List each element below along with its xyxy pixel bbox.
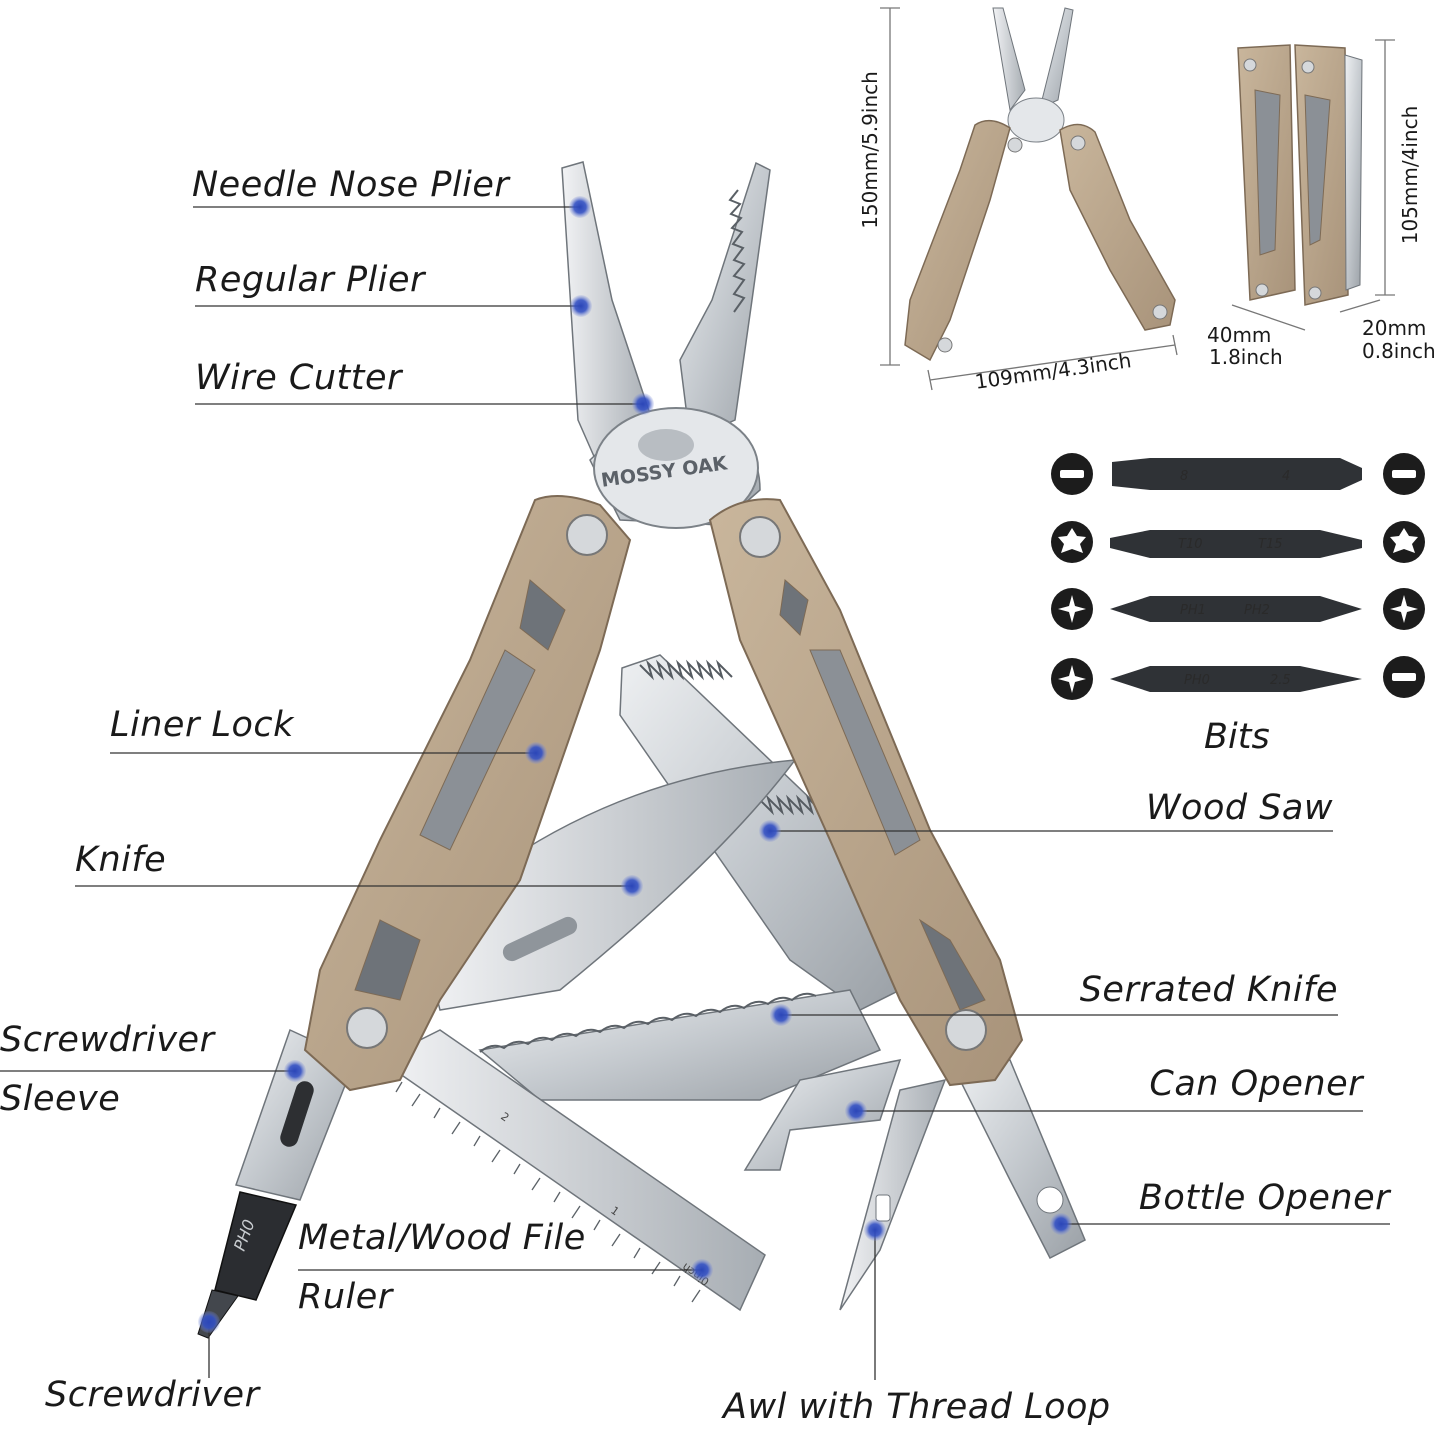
label-screwdriver-sleeve-line1: Screwdriver bbox=[0, 1020, 215, 1060]
marker-screwdriver bbox=[198, 1311, 220, 1333]
thread-loop-hole bbox=[875, 1194, 891, 1222]
closed-tool-dimension-view bbox=[1231, 39, 1395, 331]
closed-width-line bbox=[1231, 304, 1306, 331]
bits-panel: 8 4 T10 T15 PH1 PH2 PH0 2.5 bbox=[1051, 453, 1425, 700]
mini-closed-cutout-left bbox=[1254, 89, 1281, 256]
needle-nose-jaw-right bbox=[679, 161, 771, 442]
left-handle-screw-top bbox=[566, 514, 608, 556]
label-screwdriver: Screwdriver bbox=[45, 1375, 260, 1415]
marker-serrated-knife bbox=[770, 1004, 792, 1026]
saw-teeth bbox=[639, 659, 733, 681]
callout-markers bbox=[198, 196, 1072, 1333]
marker-can-opener bbox=[845, 1100, 867, 1122]
label-wire-cutter: Wire Cutter bbox=[195, 358, 402, 398]
bit-row-3 bbox=[1110, 596, 1362, 622]
screwdriver-bit bbox=[214, 1191, 298, 1301]
right-handle-cutout-1 bbox=[779, 579, 809, 636]
serrated-edge bbox=[479, 992, 817, 1053]
mini-handle-right bbox=[1059, 123, 1176, 331]
open-tool-dimension-view bbox=[880, 7, 1178, 391]
main-multitool: MOSSY OAK 2 1 0inch bbox=[197, 161, 1086, 1339]
mini-closed-tools bbox=[1344, 54, 1363, 291]
right-handle-cutout-2 bbox=[809, 649, 921, 856]
marker-awl bbox=[864, 1219, 886, 1241]
marker-knife bbox=[621, 875, 643, 897]
label-awl-with-thread-loop: Awl with Thread Loop bbox=[723, 1387, 1111, 1427]
mini-closed-cutout-right bbox=[1304, 94, 1331, 246]
label-screwdriver-sleeve-line2: Sleeve bbox=[0, 1079, 121, 1119]
mini-jaw-right bbox=[1039, 7, 1074, 109]
left-handle-screw-bottom bbox=[346, 1007, 388, 1049]
label-serrated-knife: Serrated Knife bbox=[1079, 970, 1338, 1010]
bit-code-2-5: 2.5 bbox=[1270, 673, 1291, 688]
dim-closed-depth-mm: 20mm bbox=[1362, 316, 1427, 340]
closed-depth-line bbox=[1339, 299, 1381, 313]
marker-wire-cutter bbox=[632, 393, 654, 415]
label-needle-nose-plier: Needle Nose Plier bbox=[192, 165, 510, 205]
marker-wood-saw bbox=[759, 820, 781, 842]
bit-code-t15: T15 bbox=[1258, 537, 1282, 552]
label-ruler: Ruler bbox=[298, 1277, 393, 1317]
mini-pivot bbox=[1007, 97, 1065, 143]
dim-closed-width-mm: 40mm bbox=[1207, 323, 1272, 347]
marker-file-ruler bbox=[691, 1259, 713, 1281]
sleeve-slot bbox=[280, 1081, 314, 1147]
ruler-ticks bbox=[395, 1081, 701, 1303]
dim-open-height: 150mm/5.9inch bbox=[858, 71, 882, 229]
bit-row-1 bbox=[1112, 458, 1362, 490]
label-knife: Knife bbox=[75, 840, 167, 880]
marker-needle-nose bbox=[569, 196, 591, 218]
right-handle-screw-top bbox=[739, 516, 781, 558]
marker-bottle-opener bbox=[1050, 1213, 1072, 1235]
right-handle-cutout-3 bbox=[918, 918, 986, 1011]
bit-code-4: 4 bbox=[1282, 469, 1290, 484]
leader-lines bbox=[0, 206, 1390, 1380]
open-width-line bbox=[929, 344, 1176, 381]
bit-code-t10: T10 bbox=[1178, 537, 1202, 552]
label-liner-lock: Liner Lock bbox=[110, 705, 294, 745]
pivot-disc bbox=[593, 407, 759, 529]
left-handle-cutout-2 bbox=[419, 649, 536, 851]
bit-row-4 bbox=[1110, 666, 1362, 692]
bit-code-ph1: PH1 bbox=[1180, 603, 1206, 618]
can-opener bbox=[743, 1059, 902, 1171]
mini-jaw-left bbox=[992, 7, 1026, 112]
label-bottle-opener: Bottle Opener bbox=[1138, 1178, 1390, 1218]
label-can-opener: Can Opener bbox=[1149, 1064, 1363, 1104]
dim-closed-width-in: 1.8inch bbox=[1209, 345, 1283, 369]
bit-code-8: 8 bbox=[1180, 469, 1188, 484]
dim-closed-depth-in: 0.8inch bbox=[1362, 339, 1436, 363]
left-handle-cutout-1 bbox=[519, 579, 566, 651]
awl bbox=[839, 1078, 947, 1311]
label-wood-saw: Wood Saw bbox=[1145, 788, 1333, 828]
knife-slot bbox=[502, 916, 578, 962]
dim-closed-height: 105mm/4inch bbox=[1398, 105, 1422, 245]
marker-regular-plier bbox=[570, 295, 592, 317]
bits-title: Bits bbox=[1204, 717, 1270, 757]
bit-code-ph2: PH2 bbox=[1244, 603, 1270, 618]
mini-handle-left bbox=[904, 119, 1011, 362]
bit-row-2 bbox=[1110, 530, 1362, 558]
bit-code-ph0-bit: PH0 bbox=[1184, 673, 1210, 688]
marker-liner-lock bbox=[525, 742, 547, 764]
marker-screwdriver-sleeve bbox=[284, 1060, 306, 1082]
jaw-teeth bbox=[728, 189, 746, 313]
bottle-opener-hole bbox=[1036, 1186, 1064, 1214]
left-handle-cutout-3 bbox=[354, 919, 421, 1001]
right-handle-screw-bottom bbox=[945, 1009, 987, 1051]
brand-logo-icon bbox=[638, 429, 694, 461]
label-metal-wood-file: Metal/Wood File bbox=[298, 1218, 586, 1258]
label-regular-plier: Regular Plier bbox=[195, 260, 425, 300]
